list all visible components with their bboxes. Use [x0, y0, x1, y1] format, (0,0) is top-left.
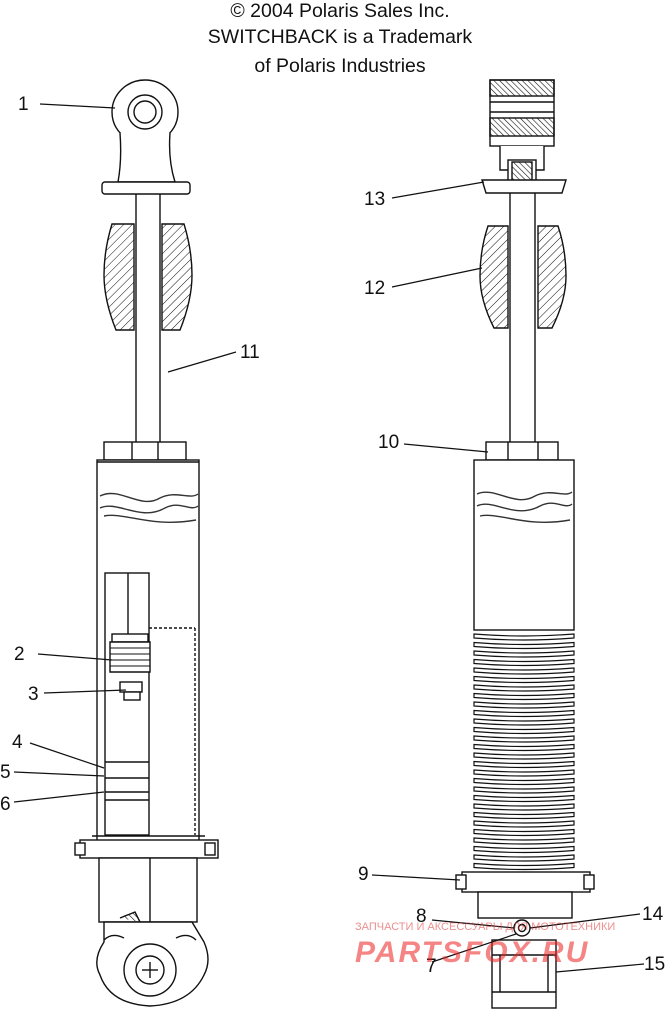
spring-coil: [473, 641, 575, 650]
trademark-owner-line: of Polaris Industries: [254, 55, 426, 77]
coil-spring: [473, 633, 575, 871]
washer: [481, 179, 567, 194]
left-shock-assembly: [74, 79, 219, 1007]
callout-14: 14: [642, 904, 664, 925]
right-shaft-nut: [485, 441, 559, 461]
callout-11: 11: [240, 342, 260, 363]
piston-stack: [109, 633, 151, 701]
right-shock-assembly: [455, 79, 595, 1009]
spring-coil: [473, 684, 575, 692]
bumper: [103, 223, 193, 331]
spring-coil: [473, 667, 575, 675]
spring-coil: [473, 786, 575, 794]
callout-labels: 1 11 2 3 4 5 6 13 12 10 9 8 7 14 15: [0, 94, 665, 977]
spring-coil: [473, 650, 575, 658]
right-shock-body: [473, 459, 575, 631]
spring-coil: [473, 752, 575, 760]
spring-coil: [473, 862, 575, 871]
top-eyelet: [101, 79, 191, 195]
cutaway-window: [104, 572, 150, 836]
leader-lines: [13, 103, 645, 973]
spring-coil: [473, 726, 575, 735]
spring-coil: [473, 658, 575, 667]
callout-3: 3: [28, 684, 39, 705]
callout-9: 9: [358, 864, 369, 885]
callout-10: 10: [378, 432, 399, 453]
spring-coil: [473, 735, 575, 743]
callout-5: 5: [0, 762, 11, 783]
spring-coil: [473, 633, 575, 641]
callout-1: 1: [18, 94, 29, 115]
top-bushing: [489, 79, 555, 187]
callout-12: 12: [364, 278, 385, 299]
callout-2: 2: [14, 644, 25, 665]
spring-coil: [473, 811, 575, 820]
callout-8: 8: [416, 906, 427, 927]
spring-coil: [473, 854, 575, 862]
spring-coil: [473, 769, 575, 777]
spring-coil: [473, 803, 575, 811]
spring-coil: [473, 820, 575, 828]
trademark-line: SWITCHBACK is a Trademark: [207, 26, 473, 48]
callout-7: 7: [426, 956, 437, 977]
spring-coil: [473, 828, 575, 837]
callout-15: 15: [644, 954, 665, 975]
right-decal-band: [476, 491, 573, 523]
spring-coil: [473, 701, 575, 709]
spring-coil: [473, 675, 575, 684]
decal-band: [99, 492, 199, 523]
spring-coil: [473, 794, 575, 803]
watermark-brand: PARTSFOX.RU: [355, 936, 589, 969]
callout-13: 13: [364, 189, 385, 210]
spring-coil: [473, 760, 575, 769]
adjuster-collar: [461, 871, 591, 893]
shaft-nut: [103, 441, 187, 461]
spring-coil: [473, 709, 575, 718]
watermark: ЗАПЧАСТИ И АКСЕССУАРЫ ДЛЯ МОТОТЕХНИКИ PA…: [355, 921, 615, 969]
lower-bushing: [491, 939, 557, 1009]
copyright-line: © 2004 Polaris Sales Inc.: [230, 0, 450, 22]
spring-coil: [473, 837, 575, 845]
spring-coil: [473, 692, 575, 701]
spring-coil: [473, 718, 575, 726]
spring-retainer: [79, 839, 219, 859]
bottom-eyelet: [96, 921, 209, 1007]
callout-4: 4: [12, 732, 23, 753]
callout-6: 6: [0, 794, 11, 815]
watermark-tagline: ЗАПЧАСТИ И АКСЕССУАРЫ ДЛЯ МОТОТЕХНИКИ: [355, 921, 615, 933]
spring-coil: [473, 845, 575, 854]
right-bumper: [479, 225, 567, 329]
spring-coil: [473, 743, 575, 752]
spring-coil: [473, 777, 575, 786]
